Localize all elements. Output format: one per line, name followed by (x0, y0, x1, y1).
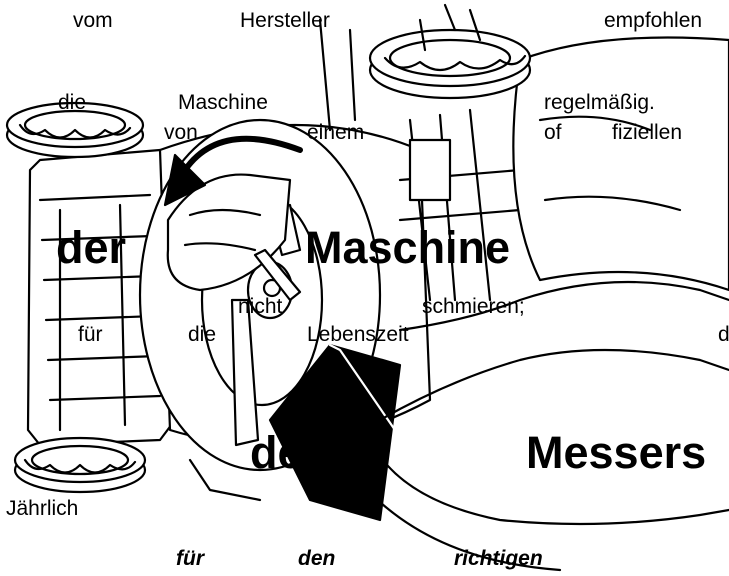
wheel-front-right-icon (368, 28, 532, 100)
text-word: of (544, 121, 562, 144)
text-word: richtigen (454, 547, 543, 570)
text-word: die (188, 323, 217, 346)
text-word: regelmäßig. (544, 91, 655, 114)
text-word: für (176, 547, 204, 570)
text-word: vom (73, 9, 113, 32)
text-word: Maschine (178, 91, 268, 114)
text-word: Jährlich (6, 497, 79, 520)
text-word: Lebenszeit (307, 323, 409, 346)
heading-word: Messers (526, 427, 707, 478)
text-word: Hersteller (240, 9, 330, 32)
text-word: für (78, 323, 103, 346)
text-word: die (58, 91, 87, 114)
wheel-back-left-icon (13, 436, 147, 494)
heading-word: des (250, 427, 328, 478)
text-word: empfohlen (604, 9, 703, 32)
wheel-front-left-icon (5, 101, 145, 159)
heading-word: der (56, 222, 127, 273)
text-word: fiziellen (612, 121, 683, 144)
text-word: nicht (238, 295, 283, 318)
text-word: schmieren; (422, 295, 525, 318)
text-word: den (298, 547, 336, 570)
text-word: von (164, 121, 198, 144)
text-word: einem (307, 121, 365, 144)
text-word: d (718, 323, 729, 346)
heading-word: Maschine (305, 222, 511, 273)
